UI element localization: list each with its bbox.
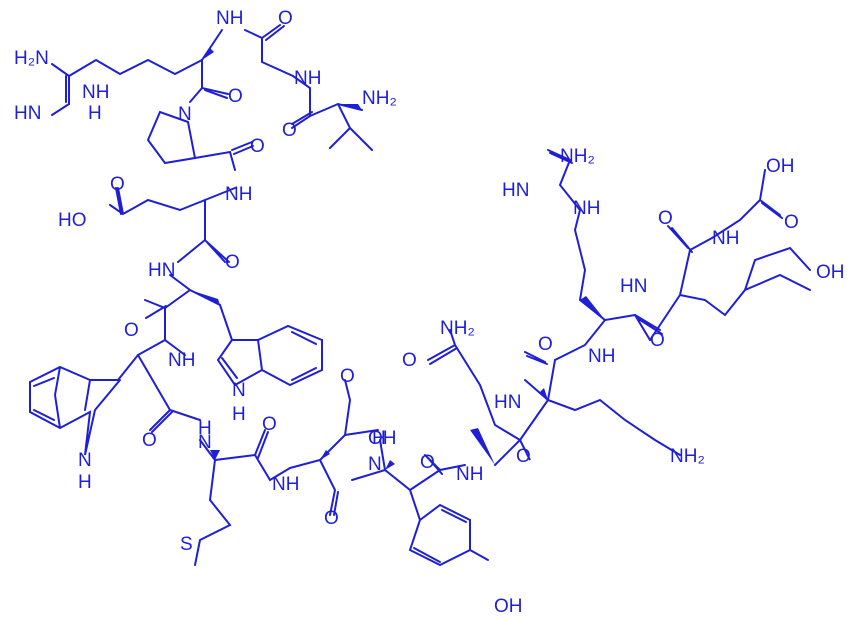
- atom-label: N: [78, 450, 92, 471]
- atom-label: OH: [494, 596, 523, 617]
- atom-label: HO: [58, 210, 87, 231]
- atom-label: NH: [294, 68, 321, 89]
- wedge-trp1: [190, 290, 220, 305]
- atom-label: O: [516, 446, 531, 467]
- bond-skeleton: [29, 24, 811, 567]
- atom-label: HN: [148, 260, 175, 281]
- atom-label: HN: [494, 392, 521, 413]
- atom-label: N: [198, 432, 212, 453]
- atom-label: H: [78, 472, 92, 493]
- atom-label: O: [420, 452, 435, 473]
- atom-label: NH₂: [440, 318, 475, 339]
- atom-label: HN: [502, 180, 529, 201]
- atom-label: H₂N: [14, 48, 49, 69]
- atom-label: N: [368, 454, 382, 475]
- atom-label: NH: [272, 474, 299, 495]
- atom-label: NH₂: [362, 88, 397, 109]
- atom-label: O: [262, 414, 277, 435]
- wedge-tyr1: [385, 460, 395, 470]
- atom-label: N: [232, 380, 246, 401]
- atom-label: O: [110, 174, 125, 195]
- atom-label: O: [225, 252, 240, 273]
- atom-label: O: [142, 430, 157, 451]
- atom-label: H: [88, 103, 102, 124]
- atom-label: NH: [712, 228, 739, 249]
- atom-label: O: [324, 508, 339, 529]
- atom-label: NH: [168, 350, 195, 371]
- atom-label: NH: [225, 184, 252, 205]
- atom-label: NH: [573, 198, 600, 219]
- wedge-asp: [320, 450, 330, 460]
- atom-label: NH: [82, 82, 109, 103]
- atom-label: O: [650, 330, 665, 351]
- atom-labels: NH O H₂N NH HN H O NH NH₂ N O O O NH HO …: [14, 8, 845, 617]
- atom-label: HN: [14, 103, 41, 124]
- wedge-gln: [470, 428, 495, 465]
- atom-label: H: [198, 418, 212, 439]
- atom-label: O: [228, 86, 243, 107]
- atom-label: NH: [588, 346, 615, 367]
- wedge-arg2: [580, 296, 605, 320]
- atom-label: OH: [766, 156, 795, 177]
- atom-label: NH₂: [670, 446, 705, 467]
- atom-label: H: [372, 428, 386, 449]
- atom-label: O: [784, 212, 799, 233]
- atom-label: OH: [816, 262, 845, 283]
- wedge-met: [210, 450, 220, 460]
- atom-label: O: [402, 350, 417, 371]
- atom-label: NH₂: [560, 146, 595, 167]
- stereo-wedges: [190, 48, 605, 470]
- atom-label: S: [180, 534, 193, 555]
- atom-label: O: [124, 320, 139, 341]
- wedge-val: [338, 104, 362, 110]
- atom-label: NH: [216, 8, 243, 29]
- wedge-arg1: [202, 48, 214, 60]
- atom-label: HN: [620, 276, 647, 297]
- atom-label: NH: [456, 464, 483, 485]
- atom-label: N: [178, 104, 192, 125]
- atom-label: O: [658, 208, 673, 229]
- atom-label: O: [282, 120, 297, 141]
- atom-label: OH: [368, 428, 397, 449]
- atom-label: O: [250, 136, 265, 157]
- atom-label: O: [278, 8, 293, 29]
- atom-label: O: [340, 366, 355, 387]
- wedge-lys: [540, 388, 548, 400]
- atom-label: O: [538, 334, 553, 355]
- atom-label: H: [232, 404, 246, 425]
